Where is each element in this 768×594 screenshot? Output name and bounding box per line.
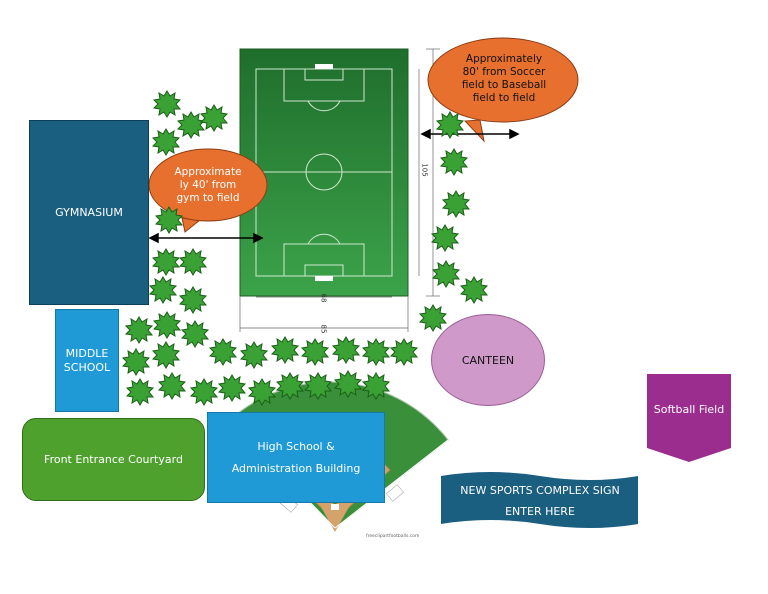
dimension-width-inner-label: 68 [319,293,328,303]
dimension-width-outer-label: 85 [319,324,328,334]
high-school-label-line1: High School & [257,439,335,453]
courtyard-label: Front Entrance Courtyard [44,453,183,466]
sports-complex-sign: NEW SPORTS COMPLEX SIGN ENTER HERE [442,476,638,526]
sign-line2: ENTER HERE [505,505,575,518]
sign-line1: NEW SPORTS COMPLEX SIGN [460,484,620,497]
softball-field-shape [647,374,731,462]
callout-soccer-to-baseball-text: Approximately 80' from Soccer field to B… [461,53,547,104]
canteen-building: CANTEEN [431,314,545,406]
canteen-label: CANTEEN [461,353,515,367]
soccer-field [239,48,409,297]
callout-gym-to-field-text: Approximate ly 40' from gym to field [174,166,242,204]
front-entrance-courtyard: Front Entrance Courtyard [22,418,205,501]
dimension-length-label: 105 [420,163,429,177]
gymnasium-building: GYMNASIUM [29,120,149,305]
high-school-building: High School & Administration Building [207,412,385,503]
middle-school-building: MIDDLE SCHOOL [55,309,119,412]
dimension-lines [239,48,440,332]
gymnasium-label: GYMNASIUM [55,206,123,219]
softball-field-label-box: Softball Field [647,378,731,440]
high-school-label-line2: Administration Building [231,461,361,475]
softball-field-label: Softball Field [653,402,725,416]
sports-complex-sign-banner [441,472,638,528]
image-credit: freeclipartfootballs.com [366,534,420,539]
middle-school-label: MIDDLE SCHOOL [63,346,111,374]
callout-gym-to-field-bubble [148,148,268,233]
callout-soccer-to-baseball-bubble [427,37,579,143]
distance-arrows [148,128,520,244]
